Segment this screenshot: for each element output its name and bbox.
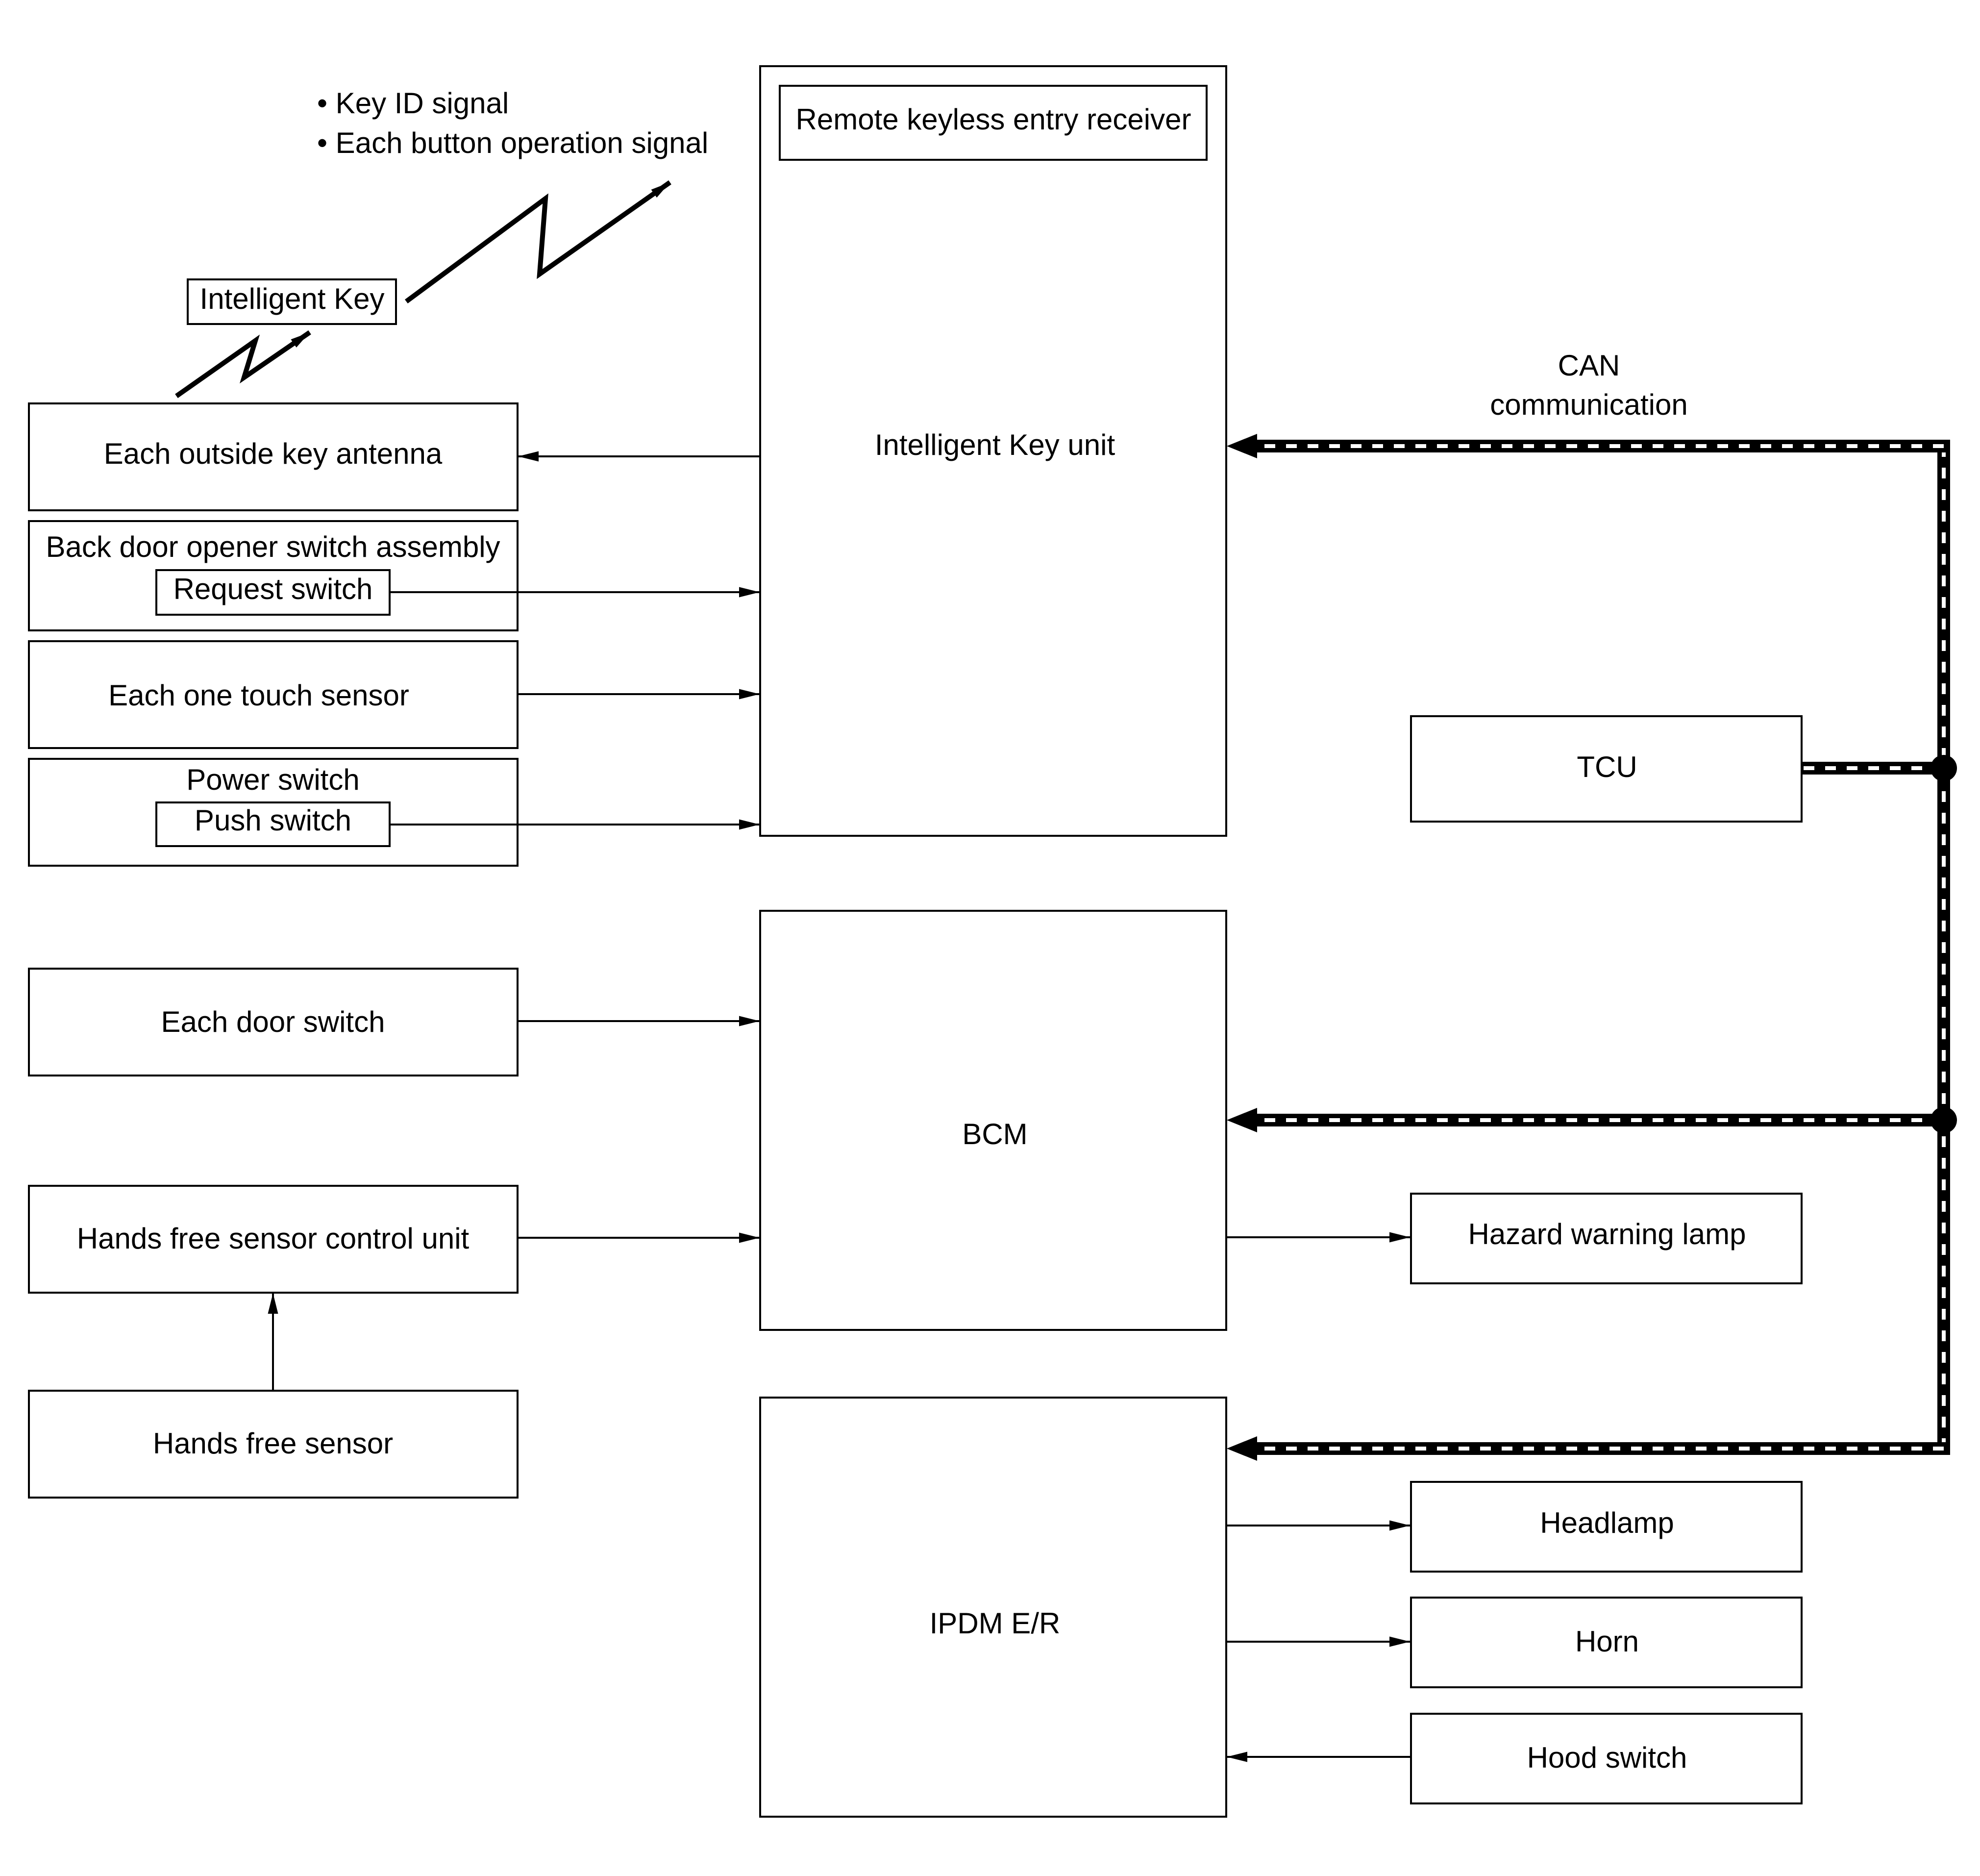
power-switch: Power switch Push switch [28, 758, 519, 867]
signal-note-key-id: • Key ID signal [317, 87, 509, 120]
outside-key-antenna: Each outside key antenna [28, 402, 519, 511]
intelligent-key-label: Intelligent Key [200, 282, 385, 315]
horn-label: Horn [1575, 1625, 1639, 1658]
one-touch-sensor: Each one touch sensor [28, 640, 519, 749]
can-junction-bcm [1930, 1107, 1957, 1133]
back-door-opener-switch-assembly: Back door opener switch assembly Request… [28, 520, 519, 631]
intelligent-key-unit: Intelligent Key unit [759, 65, 1227, 837]
remote-keyless-entry-receiver: Remote keyless entry receiver [779, 85, 1208, 161]
hands-free-sensor: Hands free sensor [28, 1390, 519, 1499]
back-door-assembly-label: Back door opener switch assembly [46, 530, 500, 563]
headlamp: Headlamp [1410, 1481, 1803, 1573]
one-touch-sensor-label: Each one touch sensor [108, 679, 409, 712]
hood-switch: Hood switch [1410, 1713, 1803, 1804]
intelligent-key: Intelligent Key [187, 278, 397, 325]
signal-note-button-operation: • Each button operation signal [317, 126, 708, 159]
receiver-label: Remote keyless entry receiver [796, 103, 1191, 136]
push-switch-label: Push switch [195, 804, 351, 837]
horn: Horn [1410, 1597, 1803, 1688]
wireless-signal-to-receiver [405, 180, 671, 304]
can-bus [1227, 434, 1957, 1461]
ipdm-er: IPDM E/R [759, 1397, 1227, 1818]
hands-free-sensor-label: Hands free sensor [153, 1427, 393, 1460]
wireless-signal-to-key [175, 330, 311, 399]
hazard-warning-lamp: Hazard warning lamp [1410, 1193, 1803, 1284]
can-label-line2: communication [1490, 388, 1688, 421]
hands-free-sensor-control-unit: Hands free sensor control unit [28, 1185, 519, 1294]
request-switch-box [155, 569, 391, 616]
outside-antenna-label: Each outside key antenna [104, 437, 443, 470]
can-arrow-to-bcm [1227, 1108, 1257, 1132]
door-switch-label: Each door switch [161, 1005, 385, 1038]
bcm: BCM [759, 910, 1227, 1331]
tcu-label: TCU [1577, 750, 1637, 783]
intelligent-key-unit-label: Intelligent Key unit [875, 428, 1115, 461]
hands-free-control-unit-label: Hands free sensor control unit [77, 1222, 470, 1255]
request-switch-label: Request switch [173, 573, 373, 605]
can-arrow-to-intelligent-key-unit [1227, 434, 1257, 458]
tcu: TCU [1410, 715, 1803, 823]
can-arrow-to-ipdm [1227, 1436, 1257, 1461]
bcm-label: BCM [962, 1118, 1027, 1151]
power-switch-label: Power switch [186, 763, 359, 796]
push-switch-box [155, 801, 391, 847]
ipdm-label: IPDM E/R [930, 1607, 1061, 1640]
headlamp-label: Headlamp [1540, 1506, 1674, 1539]
hazard-lamp-label: Hazard warning lamp [1468, 1218, 1746, 1251]
can-junction-tcu [1930, 755, 1957, 781]
door-switch: Each door switch [28, 968, 519, 1076]
can-label-line1: CAN [1558, 349, 1620, 382]
hood-switch-label: Hood switch [1527, 1741, 1687, 1774]
